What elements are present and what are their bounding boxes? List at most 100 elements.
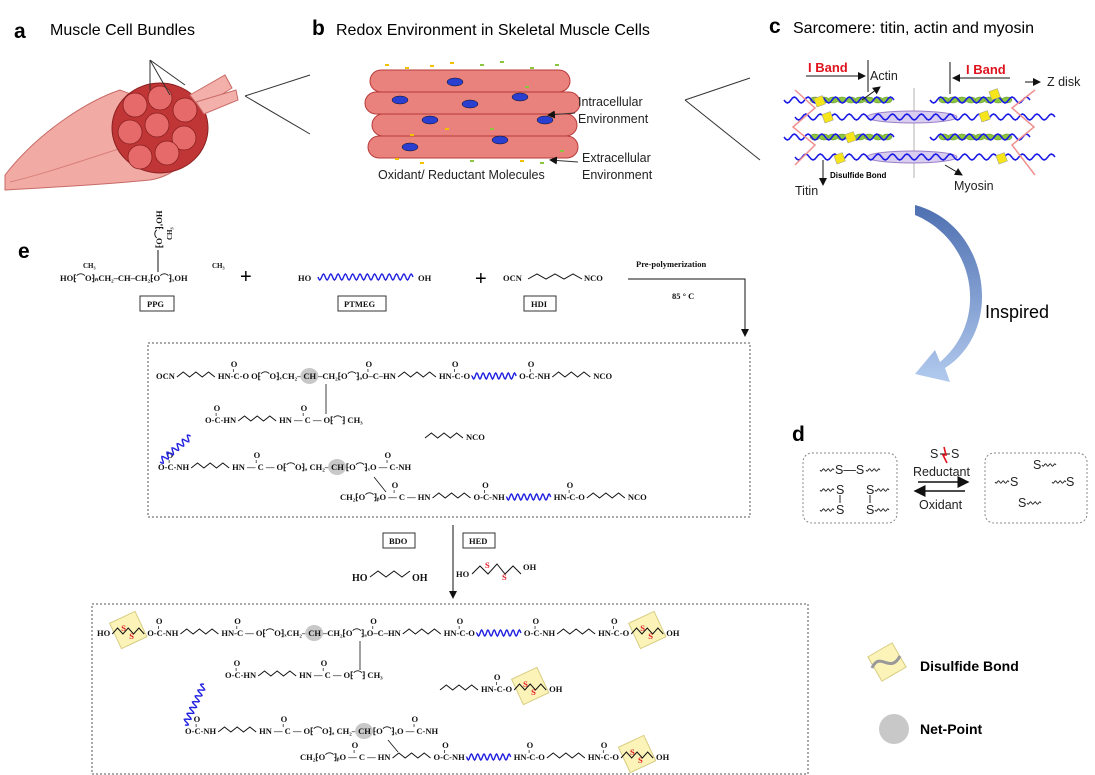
reductant-molecule <box>560 150 564 152</box>
chem-fragment: NCO <box>466 432 485 442</box>
chem-fragment: HN — C — O⁅⌒⁆ CH₃ <box>299 670 383 680</box>
chem-fragment: ⁅O⌒⁆ₓO — C-NH <box>346 462 412 472</box>
chain-segment <box>865 468 881 472</box>
chem-fragment: O-C-NH <box>434 752 466 762</box>
reductant-molecule <box>480 64 484 66</box>
hed-ho: HO <box>456 569 470 579</box>
nucleus <box>491 135 509 145</box>
chem-fragment: HN-C-O <box>554 492 586 502</box>
net-point-icon <box>305 625 324 641</box>
pointer-arrow <box>549 156 579 165</box>
disulfide-bond-icon <box>844 131 857 144</box>
nucleus <box>391 95 409 105</box>
titin-filament <box>794 113 1056 121</box>
carbonyl-o: O <box>601 740 608 750</box>
carbonyl-o: O <box>281 714 288 724</box>
carbonyl-o: O <box>482 480 489 490</box>
chem-fragment: O-C-NH <box>524 628 556 638</box>
disulfide-bond-icon <box>617 734 657 774</box>
hexamethylene-chain <box>392 752 431 759</box>
ptmeg-oh: OH <box>418 273 432 283</box>
carbonyl-o: O <box>231 359 238 369</box>
hexamethylene-chain <box>397 371 437 378</box>
disulfide-bond-icon <box>833 152 846 165</box>
chain-segment <box>994 480 1010 484</box>
oxidant-molecule <box>405 67 409 69</box>
chem-fragment: NCO <box>593 371 612 381</box>
hexamethylene-chain <box>424 432 464 439</box>
carbonyl-o: O <box>254 450 261 460</box>
chain-segment <box>819 468 835 472</box>
z-disk <box>791 89 817 166</box>
ptmeg-name: PTMEG <box>344 299 376 309</box>
zoom-line <box>244 95 311 135</box>
carbonyl-o: O <box>167 450 174 460</box>
hdi-chain <box>527 273 583 280</box>
branch-bond <box>373 476 387 493</box>
oxidant-molecule <box>410 134 414 136</box>
chem-fragment: HN-C-O <box>444 628 476 638</box>
carbonyl-o: O <box>321 658 328 668</box>
disulfide-bond-icon <box>108 610 148 650</box>
legend-net-point-label: Net-Point <box>920 721 983 737</box>
nucleus <box>401 142 419 152</box>
ptmeg-wave <box>505 492 552 502</box>
i-band-left-label: I Band <box>808 60 848 75</box>
chem-fragment: HO <box>97 628 111 638</box>
reductant-label: Reductant <box>913 465 971 479</box>
panel-label-a: a <box>14 20 26 43</box>
ptmeg-wave <box>317 273 414 281</box>
actin-label: Actin <box>870 69 898 83</box>
carbonyl-o: O <box>527 740 534 750</box>
titin-label: Titin <box>795 184 818 198</box>
carbonyl-o: O <box>301 403 308 413</box>
legend-disulfide-icon <box>867 642 907 682</box>
oxidant-molecule <box>450 62 454 64</box>
sarcomere-illustration <box>783 88 1056 178</box>
titin-filament <box>783 96 895 104</box>
branch-bond <box>387 739 399 753</box>
thiol: S <box>1018 496 1026 510</box>
hed-chain <box>471 563 522 575</box>
z-disk <box>1010 89 1036 176</box>
carbonyl-o: O <box>457 616 464 626</box>
carbonyl-o: O <box>214 403 221 413</box>
ppg-ch3: CH₃ <box>83 262 96 270</box>
prepolymer-box <box>147 342 751 518</box>
reductant-molecule <box>530 67 534 69</box>
hexamethylene-chain <box>556 628 596 635</box>
legend-disulfide-label: Disulfide Bond <box>920 658 1019 674</box>
oxidant-molecule <box>385 64 389 66</box>
net-point-icon <box>328 459 347 475</box>
reductant-molecule <box>540 162 544 164</box>
disulfide-bond-icon <box>821 111 834 124</box>
carbonyl-o: O <box>370 616 377 626</box>
chain-segment <box>1041 463 1057 467</box>
carbonyl-o: O <box>494 672 501 682</box>
i-band-right-label: I Band <box>966 62 1006 77</box>
chem-fragment: HN-C-O <box>481 684 513 694</box>
hexamethylene-chain <box>551 371 591 378</box>
sulfur: S <box>630 747 635 757</box>
reduced-state-box <box>984 452 1088 524</box>
chain-segment <box>819 488 835 492</box>
thiol: S <box>836 503 844 517</box>
nucleus <box>461 99 479 109</box>
reaction-arrow <box>628 278 749 337</box>
chain-segment <box>874 488 890 492</box>
sulfur: S <box>121 623 126 633</box>
hed-chain <box>513 683 547 691</box>
ptmeg-name-box <box>337 295 387 312</box>
panel-c: c Sarcomere: titin, actin and myosin I B… <box>769 15 1081 198</box>
sulfur: S <box>531 687 536 697</box>
net-point-icon <box>300 368 319 384</box>
titin-filament <box>929 96 1031 104</box>
disulfide-bond-icon <box>813 95 826 108</box>
molecules-label: Oxidant/ Reductant Molecules <box>378 168 545 182</box>
carbonyl-o: O <box>365 359 372 369</box>
disulfide-pair: S—S <box>835 463 864 477</box>
bdo-name-box <box>382 532 416 549</box>
